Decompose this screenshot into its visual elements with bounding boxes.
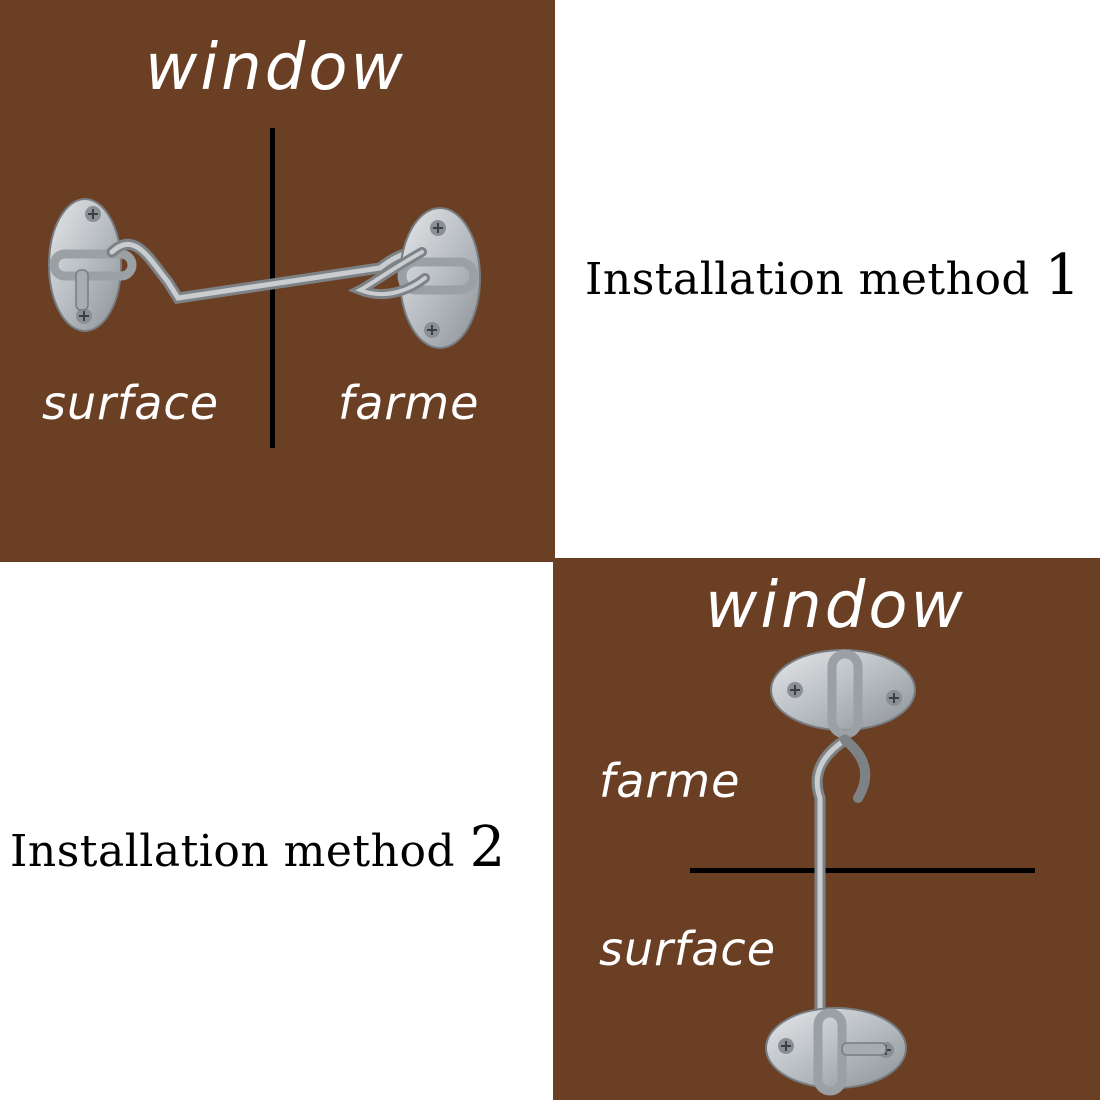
method-1-panel: window surface farme (0, 0, 555, 562)
method-1-window-title: window (145, 31, 406, 105)
method-2-caption-text: Installation method (10, 826, 456, 877)
method-1-caption-text: Installation method (585, 254, 1031, 305)
method-1-caption: Installation method 1 (585, 248, 1081, 304)
method-2-horizontal-divider (690, 868, 1035, 873)
hook-and-eye-latch-icon (48, 198, 481, 349)
method-2-caption: Installation method 2 (10, 820, 506, 876)
method-2-frame-label: farme (599, 754, 741, 808)
method-1-number: 1 (1044, 243, 1081, 308)
method-2-number: 2 (469, 815, 506, 880)
method-2-panel: window farme surface (553, 558, 1100, 1100)
hook-and-eye-latch-icon (765, 649, 916, 1096)
method-1-surface-label: surface (42, 376, 220, 430)
method-1-frame-label: farme (338, 376, 480, 430)
method-2-surface-label: surface (599, 922, 777, 976)
method-2-window-title: window (705, 569, 966, 643)
